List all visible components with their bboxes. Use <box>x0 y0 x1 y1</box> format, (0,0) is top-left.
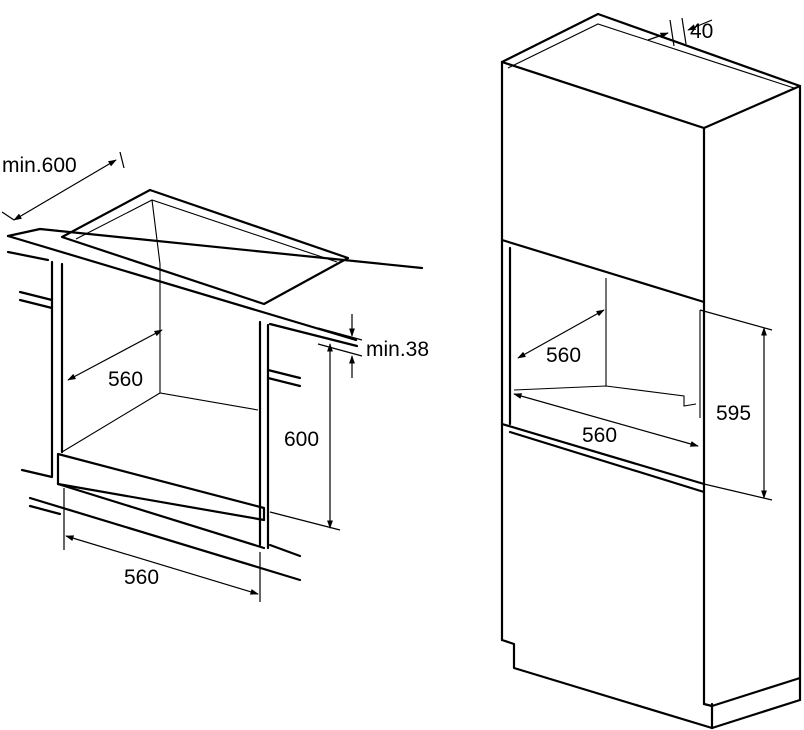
back-gap-label: 40 <box>690 20 713 43</box>
height-label: 600 <box>284 428 319 451</box>
tall-inner-depth-label: 560 <box>546 344 581 367</box>
min-depth-label: min.600 <box>2 154 77 177</box>
dimension-niche-height: 595 <box>699 309 773 501</box>
dimension-tall-width: 560 <box>513 393 699 447</box>
dimension-tall-depth: 560 <box>517 309 605 367</box>
worktop <box>6 188 424 348</box>
tall-unit-installation: 40 560 560 595 <box>500 12 802 730</box>
inner-depth-label: 560 <box>108 368 143 391</box>
tall-inner-width-label: 560 <box>582 424 617 447</box>
dimension-width: 560 <box>63 488 261 602</box>
tall-unit-body <box>500 12 802 730</box>
dimension-back-gap: 40 <box>647 17 713 47</box>
dimension-inner-depth: 560 <box>67 329 163 391</box>
niche-height-label: 595 <box>716 402 751 425</box>
cabinet-walls <box>18 260 302 558</box>
width-label: 560 <box>124 566 159 589</box>
under-counter-installation: min.600 min.38 560 600 560 <box>1 151 429 602</box>
dimension-worktop-thickness: min.38 <box>317 314 429 378</box>
dimension-min-depth: min.600 <box>1 151 125 221</box>
dimension-height: 600 <box>269 343 341 531</box>
worktop-thickness-label: min.38 <box>366 338 429 361</box>
